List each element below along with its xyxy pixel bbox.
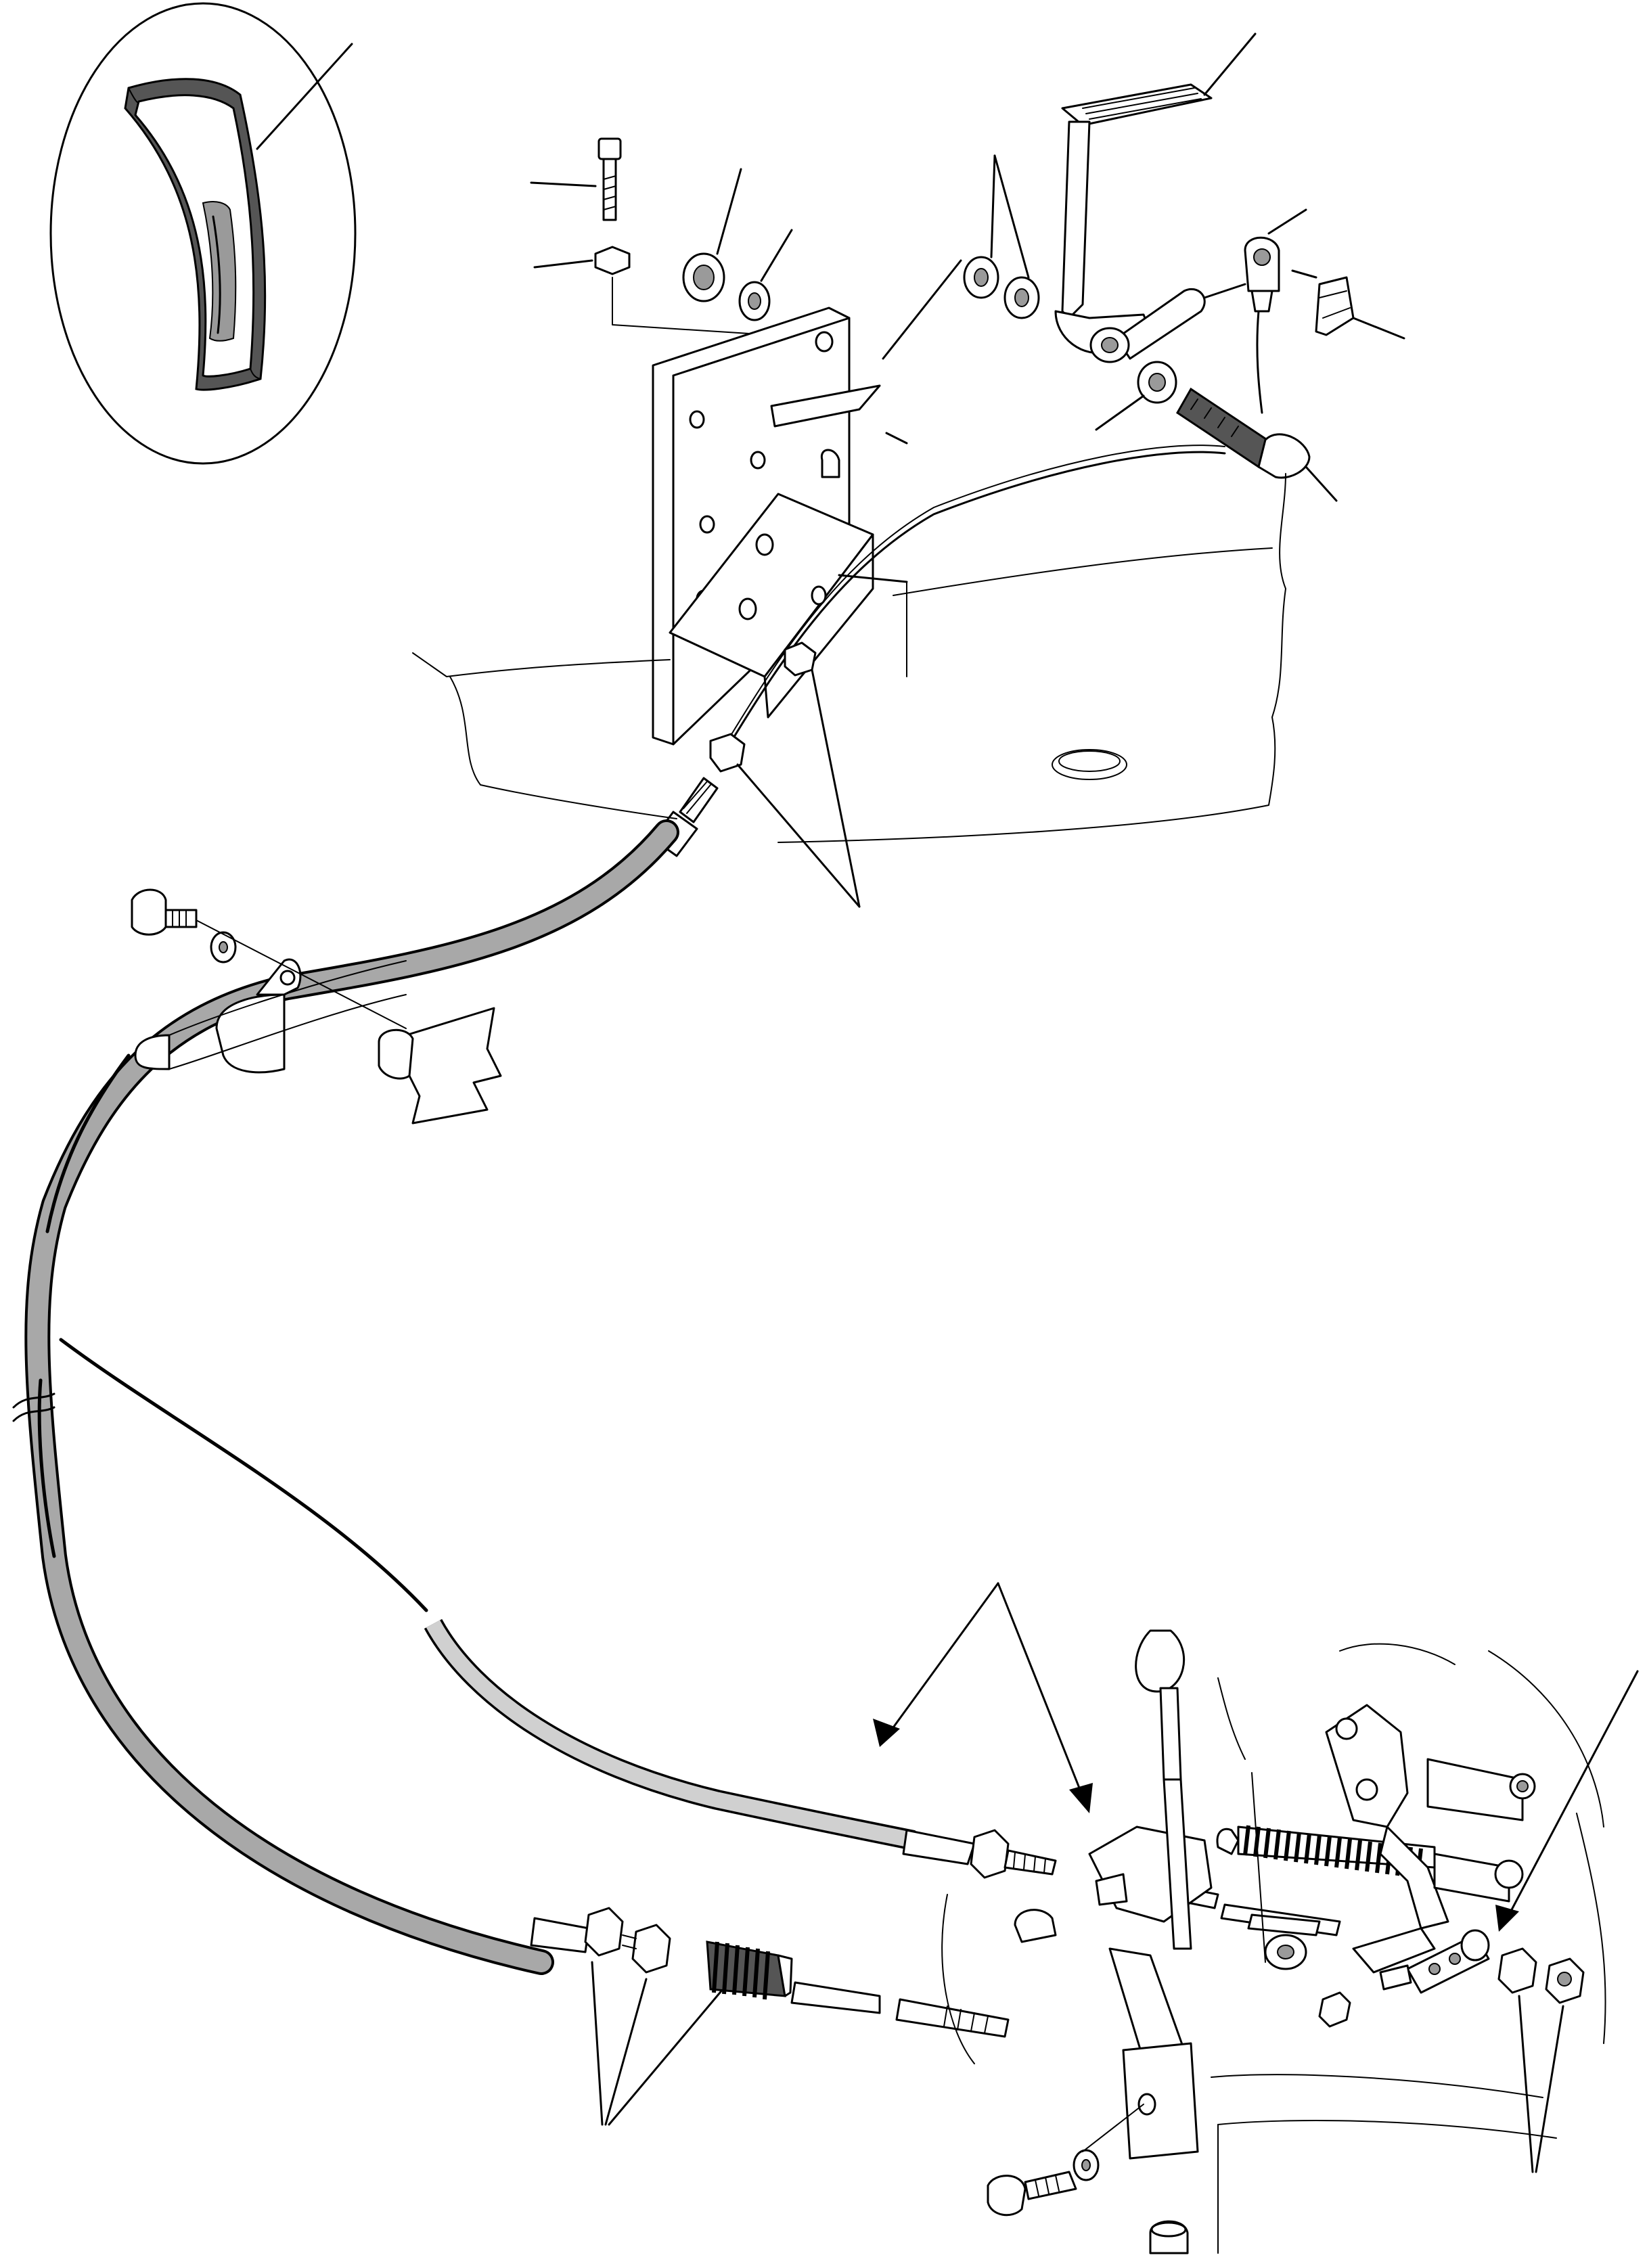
lower-right-nuts [1497,1947,1585,2173]
lower-bolt [987,2104,1144,2217]
leader-line [256,43,353,150]
pedal-assembly [412,32,1405,908]
mounting-bracket [652,307,908,746]
dipstick-loop [1135,1629,1192,1950]
lower-cable-end-assembly [530,1629,1606,2254]
rubber-boot [706,1941,793,2000]
return-line-thin [59,1338,428,1612]
inner-wire [716,451,1226,766]
clamp-mount-plate [378,1007,502,1125]
pivot-washers [882,154,1040,360]
lower-adjuster-nuts [584,1907,736,2126]
detail-oval [49,2,357,465]
body-hole [1052,749,1127,780]
bushing-and-washer [682,168,793,321]
callout-arrows [873,1582,1639,1932]
clamp-bolt [131,888,407,1029]
cable-clamp [134,958,407,1074]
retaining-clip [1291,269,1405,340]
pedal-pad-detail-view [49,2,357,465]
cable-clevis [1203,208,1307,414]
swivel-connector [1318,1929,1490,2028]
body-outline-upper [412,652,671,677]
cable-adjuster-nuts [709,641,861,908]
bolt-vertical [530,137,622,221]
pivot-bolt [1095,361,1338,502]
lower-lever-arm [1325,1704,1536,1974]
pedal-lever [1054,32,1257,363]
control-cable [12,819,916,1975]
